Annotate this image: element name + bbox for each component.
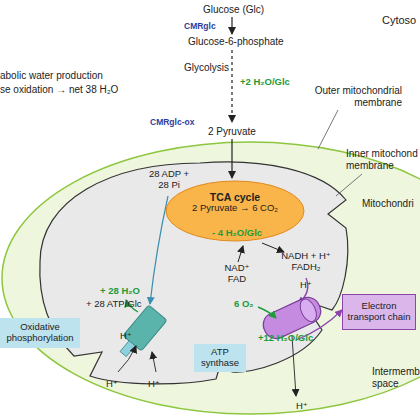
text-label: Outer mitochondrial membrane xyxy=(288,85,402,109)
text-label: 6 O₂ xyxy=(234,298,254,309)
flow-arrow xyxy=(231,17,232,34)
proton-arrow xyxy=(152,352,156,372)
text-label: 28 ADP + 28 Pi xyxy=(143,168,195,191)
process-box: ATP synthase xyxy=(194,344,246,372)
text-label: CMRglc-ox xyxy=(150,117,194,127)
text-label: H⁺ xyxy=(296,400,308,411)
glycolysis-arrow xyxy=(231,50,232,122)
text-label: abolic water production xyxy=(0,70,103,82)
text-label: CMRglc xyxy=(184,21,216,31)
text-label: + 28 H₂O xyxy=(100,285,140,296)
text-label: + 28 ATP/Glc xyxy=(86,298,142,309)
text-label: 2 Pyruvate xyxy=(208,126,256,138)
text-label: Mitochondri xyxy=(362,198,414,210)
ellipse-shape xyxy=(166,181,304,241)
node-title: Oxidative phosphorylation xyxy=(4,322,76,344)
text-label: - 4 H₂O/Glc xyxy=(212,227,262,238)
text-label: Inner mitochond membrane xyxy=(346,148,420,172)
leader-line xyxy=(336,174,362,196)
text-label: H⁺ xyxy=(300,279,312,290)
atp-synthase-symbol xyxy=(114,305,167,362)
inner-membrane xyxy=(40,162,348,384)
text-label: se oxidation → net 38 H₂O xyxy=(0,84,118,96)
node-title: ATP synthase xyxy=(198,347,242,369)
text-label: Glucose-6-phosphate xyxy=(188,36,284,48)
text-label: Cytoso xyxy=(382,14,416,27)
flow-arrow xyxy=(231,139,232,178)
process-box: Oxidative phosphorylation xyxy=(0,318,80,348)
text-label: NADH + H⁺ FADH₂ xyxy=(276,250,336,273)
oxygen-arrow xyxy=(258,307,276,318)
flow-arrow xyxy=(262,243,284,252)
text-label: +2 H₂O/Glc xyxy=(240,76,290,87)
node-title: TCA cycle xyxy=(210,191,260,203)
proton-arrow xyxy=(292,336,296,396)
outer-membrane xyxy=(2,142,420,414)
process-box: Electron transport chain xyxy=(342,294,416,330)
node-text: 2 Pyruvate → 6 CO₂ xyxy=(192,203,278,214)
leader-line xyxy=(318,110,338,149)
proton-arrow xyxy=(118,346,136,372)
text-label: +12 H₂O/Glc xyxy=(258,332,313,343)
text-label: H⁺ xyxy=(148,378,160,389)
text-label: Glycolysis xyxy=(184,62,229,74)
adp-arrow xyxy=(150,196,168,304)
text-label: H⁺ xyxy=(120,330,132,341)
flow-arrow xyxy=(238,246,243,262)
text-label: Glucose (Glc) xyxy=(203,4,264,16)
node-title: Electron transport chain xyxy=(346,301,412,323)
text-label: NAD⁺ FAD xyxy=(220,262,254,285)
text-label: H⁺ xyxy=(106,378,118,389)
text-label: Intermemb space xyxy=(372,366,420,390)
